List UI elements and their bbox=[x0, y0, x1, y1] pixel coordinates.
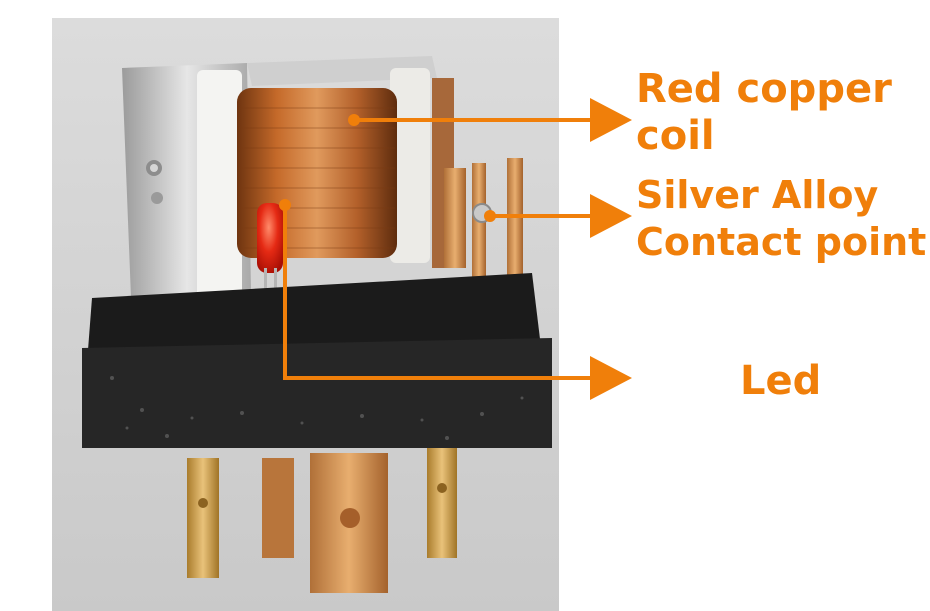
coil-label-line2: coil bbox=[636, 113, 715, 159]
relay-photo-icon bbox=[52, 18, 559, 611]
contact-label-line2: Contact point bbox=[636, 220, 927, 264]
arrow-right-icon bbox=[279, 199, 632, 400]
contact-label-line1: Silver Alloy bbox=[636, 173, 879, 217]
contact-label: Silver Alloy Contact point bbox=[636, 172, 926, 266]
led-label: Led bbox=[740, 358, 821, 405]
arrow-right-icon bbox=[348, 98, 632, 142]
arrow-right-icon bbox=[484, 194, 632, 238]
led-label-text: Led bbox=[740, 358, 822, 404]
coil-label: Red copper coil bbox=[636, 66, 892, 160]
coil-label-line1: Red copper bbox=[636, 66, 892, 112]
